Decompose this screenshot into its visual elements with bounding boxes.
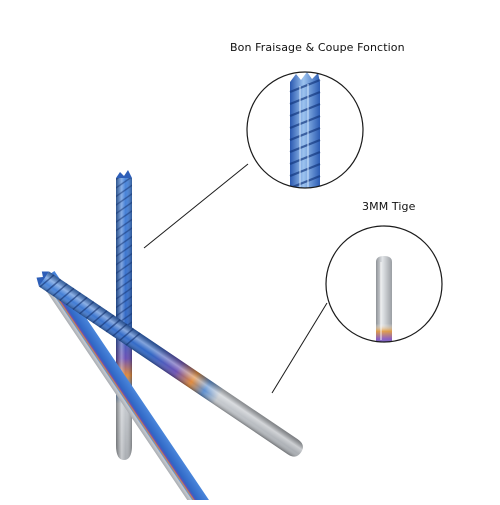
end-mill-diagonal-body [36, 271, 303, 457]
zoom-circle-icon [325, 225, 443, 343]
caption-shank: 3MM Tige [362, 200, 416, 213]
end-mill-diagonal [39, 270, 217, 505]
zoom-circle-icon [246, 71, 364, 189]
leader-line-top [143, 163, 249, 249]
caption-milling: Bon Fraisage & Coupe Fonction [230, 41, 405, 54]
end-mill-vertical [116, 170, 132, 460]
leader-line-right [271, 302, 328, 394]
